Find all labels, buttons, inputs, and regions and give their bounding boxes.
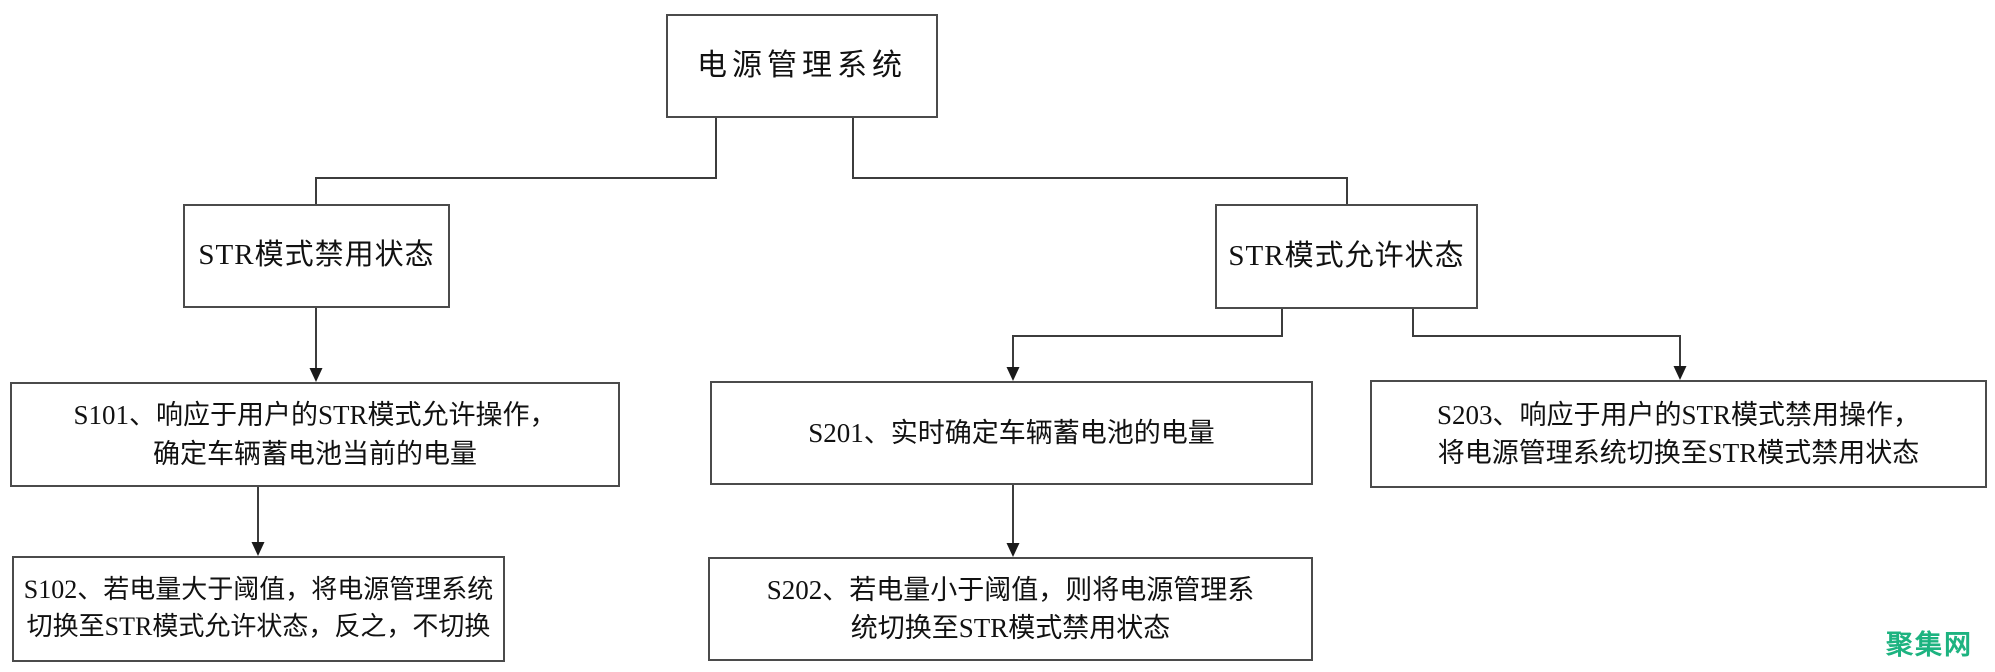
step-text-line2: 确定车辆蓄电池当前的电量 <box>153 438 477 469</box>
arrowhead-s102 <box>251 542 265 556</box>
connector-root-to-allowed <box>852 118 1348 204</box>
node-step-s101: S101、响应于用户的STR模式允许操作， 确定车辆蓄电池当前的电量 <box>10 382 620 487</box>
connector-allowed-to-s201 <box>1012 309 1283 367</box>
node-power-management-system: 电源管理系统 <box>666 14 938 118</box>
arrowhead-s101 <box>309 368 323 382</box>
watermark: 聚集网 <box>1886 630 1973 660</box>
step-text-line1: S102、若电量大于阈值，将电源管理系统 <box>23 575 494 605</box>
step-text-line1: S101、响应于用户的STR模式允许操作， <box>73 400 557 431</box>
connector-root-to-disabled <box>315 118 717 204</box>
step-text-line2: 将电源管理系统切换至STR模式禁用状态 <box>1437 438 1920 468</box>
node-str-mode-disabled-state: STR模式禁用状态 <box>183 204 450 308</box>
node-label: STR模式允许状态 <box>1228 239 1465 272</box>
arrowhead-s203 <box>1673 366 1687 380</box>
node-step-s201: S201、实时确定车辆蓄电池的电量 <box>710 381 1313 485</box>
connector-allowed-to-s203 <box>1412 309 1681 366</box>
step-text-line2: 切换至STR模式允许状态，反之，不切换 <box>26 612 491 641</box>
node-str-mode-allowed-state: STR模式允许状态 <box>1215 204 1478 309</box>
step-text-line1: S202、若电量小于阈值，则将电源管理系 <box>766 574 1255 605</box>
step-text-line1: S201、实时确定车辆蓄电池的电量 <box>808 417 1215 448</box>
node-step-s203: S203、响应于用户的STR模式禁用操作， 将电源管理系统切换至STR模式禁用状… <box>1370 380 1987 488</box>
node-step-s202: S202、若电量小于阈值，则将电源管理系 统切换至STR模式禁用状态 <box>708 557 1313 661</box>
step-text-line2: 统切换至STR模式禁用状态 <box>850 613 1171 643</box>
step-text-line1: S203、响应于用户的STR模式禁用操作， <box>1436 399 1921 430</box>
node-step-s102: S102、若电量大于阈值，将电源管理系统 切换至STR模式允许状态，反之，不切换 <box>12 556 505 662</box>
arrowhead-s201 <box>1006 367 1020 381</box>
arrowhead-s202 <box>1006 543 1020 557</box>
node-label: 电源管理系统 <box>697 48 907 82</box>
node-label: STR模式禁用状态 <box>198 239 435 272</box>
